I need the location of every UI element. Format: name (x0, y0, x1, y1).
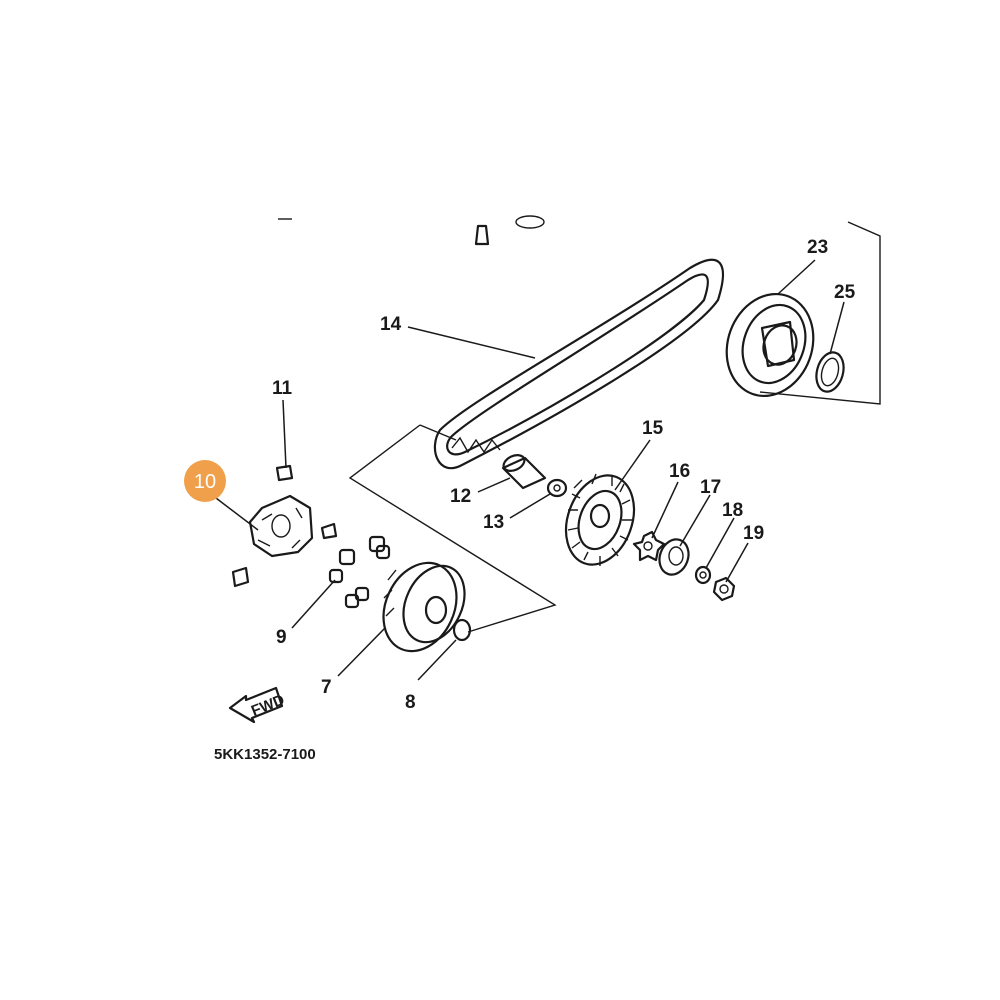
callout-9: 9 (276, 627, 287, 648)
fwd-direction-arrow: FWD (228, 686, 287, 724)
callout-8: 8 (405, 692, 416, 713)
callout-18: 18 (722, 500, 743, 521)
weight-rollers (328, 535, 391, 609)
callout-13: 13 (483, 512, 504, 533)
callout-15: 15 (642, 418, 664, 439)
callout-12: 12 (450, 486, 471, 507)
sleeve (501, 454, 547, 490)
leader-lines (211, 259, 845, 681)
driven-pulley (725, 292, 815, 398)
top-fragments (278, 215, 545, 246)
callout-14: 14 (380, 314, 402, 335)
small-washer (694, 565, 712, 585)
lock-washer (658, 538, 690, 576)
drive-belt (433, 258, 725, 469)
callouts: 7 8 9 11 12 13 14 15 16 17 18 19 23 25 (272, 237, 856, 713)
assembly-outline (348, 424, 557, 633)
washer (546, 478, 568, 498)
callout-19: 19 (743, 523, 764, 544)
callout-25: 25 (834, 282, 856, 303)
star-washer (632, 530, 666, 562)
highlight-badge-10: 10 (184, 460, 226, 502)
slider-pieces (231, 464, 338, 588)
housing-outline (759, 221, 881, 405)
clip-ring (815, 351, 845, 393)
callout-16: 16 (669, 461, 690, 482)
hex-nut (712, 576, 736, 602)
callout-11: 11 (272, 378, 293, 399)
callout-7: 7 (321, 677, 332, 698)
fan-sheave (564, 473, 636, 566)
highlight-label: 10 (194, 471, 216, 493)
callout-17: 17 (700, 477, 721, 498)
callout-23: 23 (807, 237, 828, 258)
drawing-code: 5KK1352-7100 (214, 746, 316, 763)
primary-sheave (382, 561, 466, 653)
cam-plate (248, 494, 314, 558)
collar (452, 618, 472, 642)
